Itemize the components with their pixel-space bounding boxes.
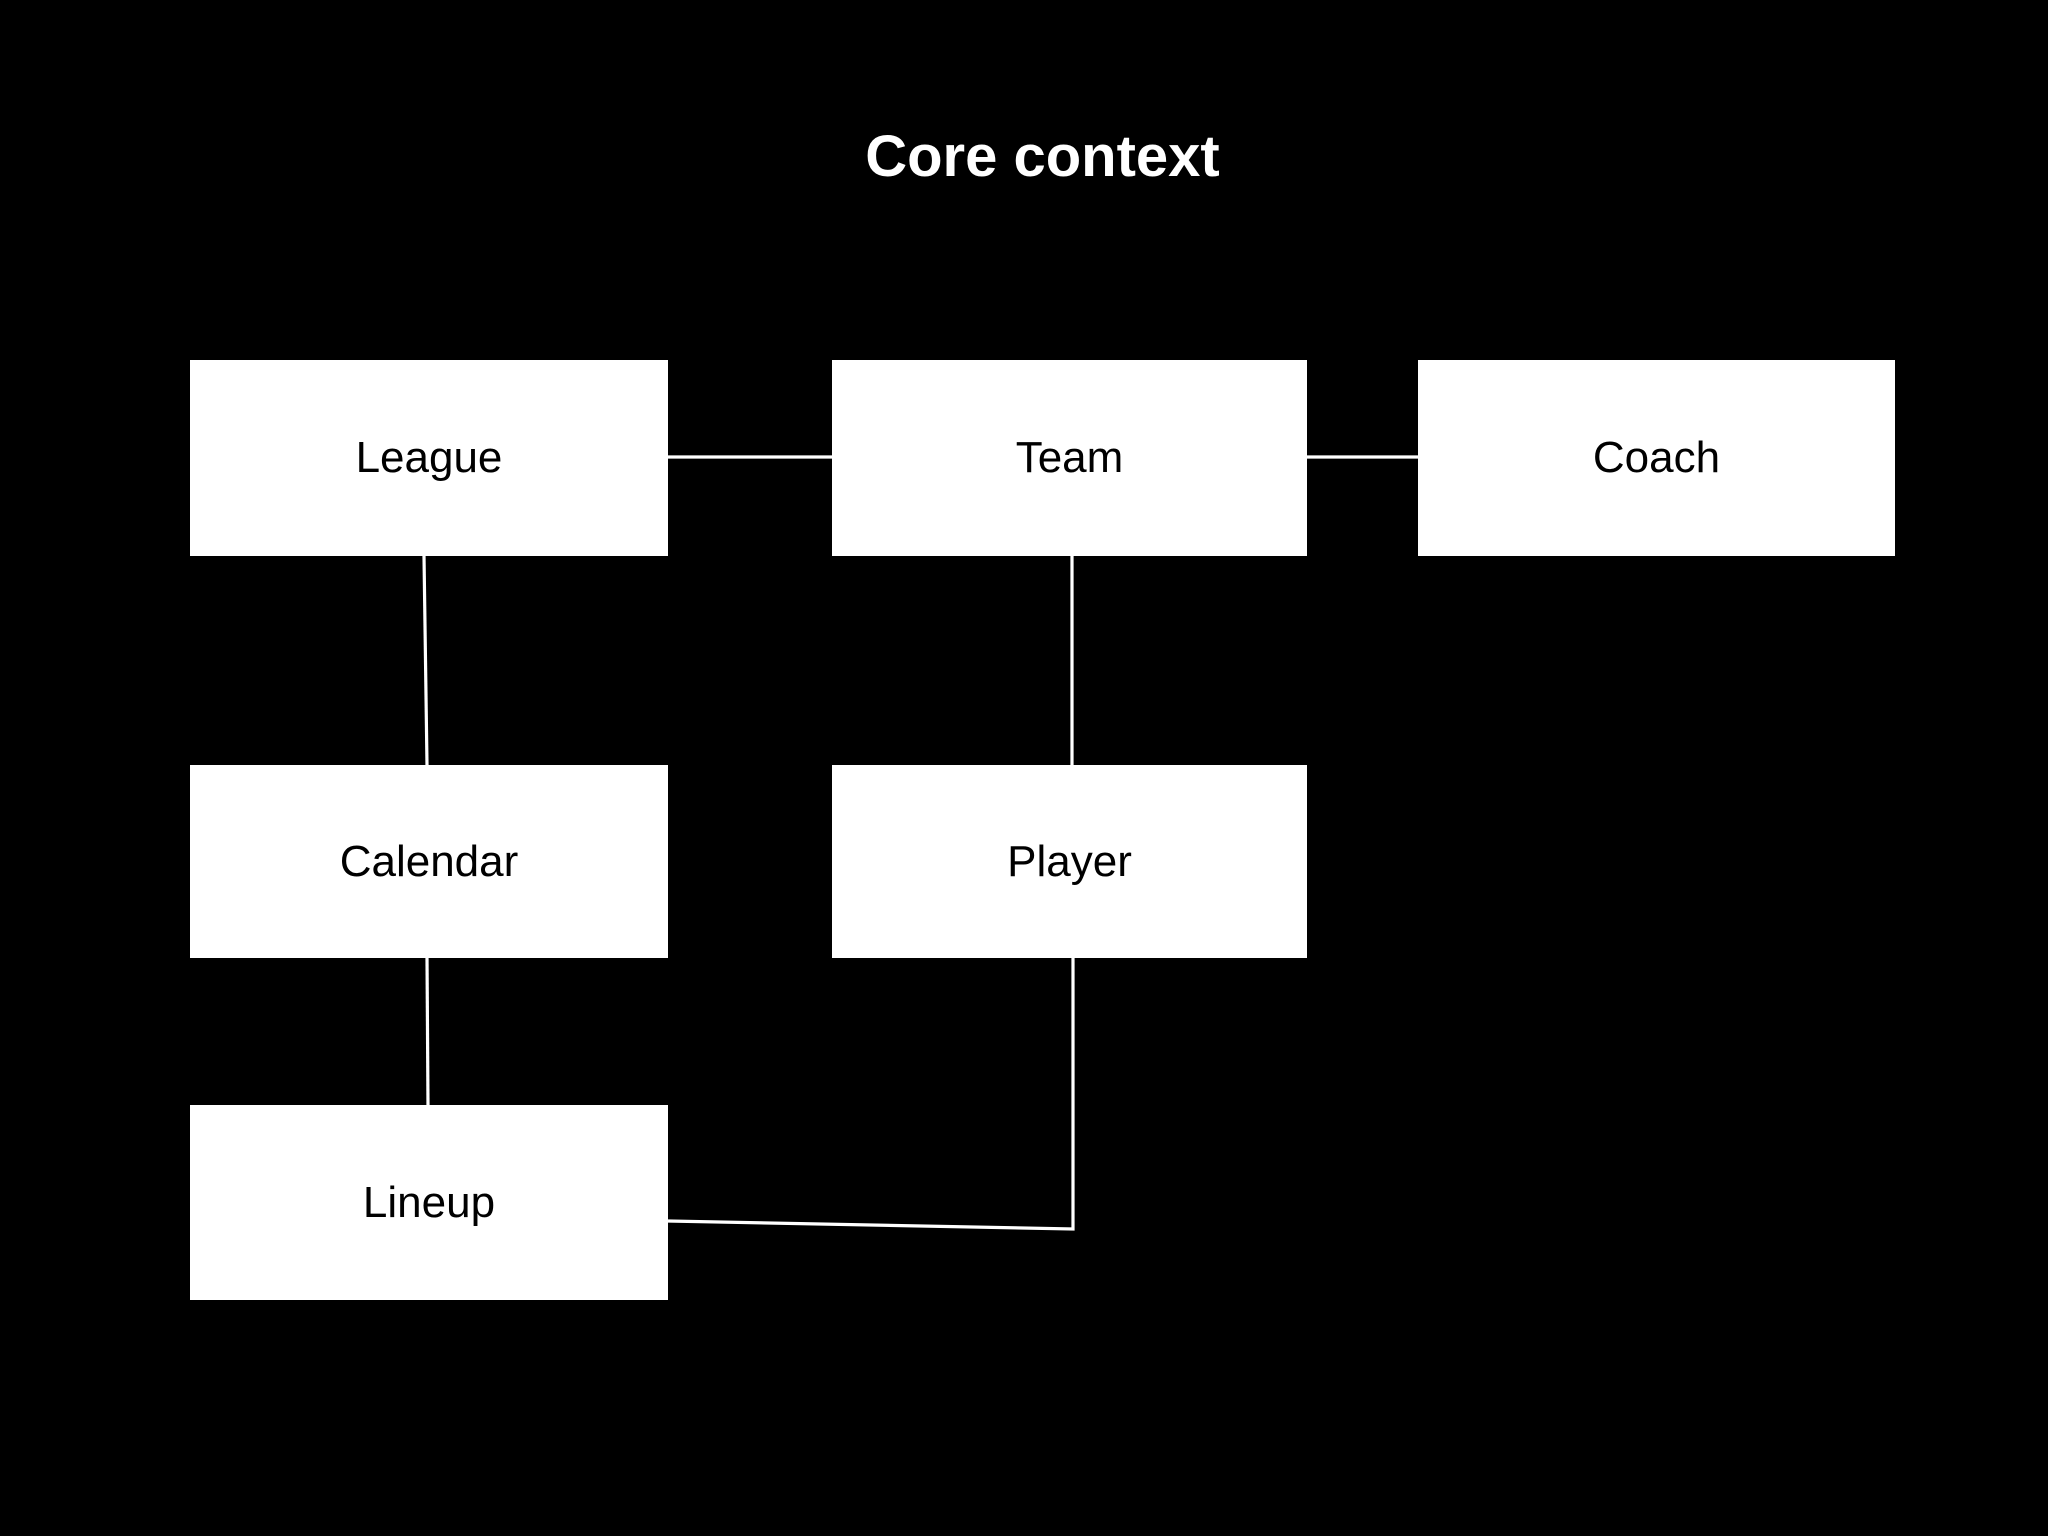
node-player[interactable]: Player xyxy=(832,765,1307,958)
node-coach[interactable]: Coach xyxy=(1418,360,1895,556)
node-coach-label: Coach xyxy=(1592,433,1721,482)
diagram-title-wrapper: Core context xyxy=(190,122,1895,192)
page-title: Core context xyxy=(865,124,1220,189)
node-lineup-label: Lineup xyxy=(362,1177,496,1227)
node-team-label: Team xyxy=(1015,433,1124,482)
node-calendar-label: Calendar xyxy=(339,836,519,886)
edge-lineup-player xyxy=(667,958,1075,1231)
node-player-label: Player xyxy=(1007,836,1132,886)
edge-league-calendar xyxy=(422,555,429,766)
node-lineup[interactable]: Lineup xyxy=(190,1105,668,1300)
node-league-label: League xyxy=(355,433,503,482)
edge-calendar-lineup xyxy=(425,957,430,1106)
node-calendar[interactable]: Calendar xyxy=(190,765,668,958)
node-team[interactable]: Team xyxy=(832,360,1307,556)
node-league[interactable]: League xyxy=(190,360,668,556)
